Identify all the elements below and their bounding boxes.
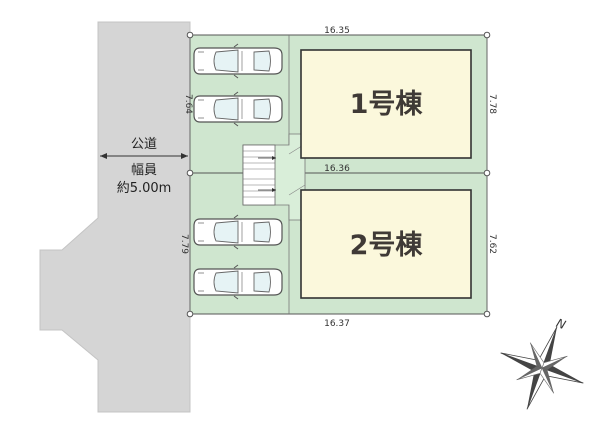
public-road (39, 21, 191, 413)
parking-car (193, 214, 283, 250)
building-2 (300, 189, 472, 299)
compass-north-label: N (554, 316, 567, 332)
entrance-steps (242, 133, 306, 221)
parking-car (193, 264, 283, 300)
dimension-top: 16.35 (324, 26, 350, 36)
building-2-label: 2号棟 (350, 230, 424, 261)
road-name: 公道 (131, 137, 157, 152)
parking-car (193, 43, 283, 79)
dimension-lot2-left: 7.79 (179, 234, 189, 254)
dimension-middle: 16.36 (324, 164, 350, 174)
dimension-lot2-right: 7.62 (487, 234, 497, 254)
compass-rose-icon (500, 326, 584, 410)
building-1 (300, 49, 472, 159)
road-width-indicator (100, 153, 188, 159)
dimension-lot1-right: 7.78 (487, 94, 497, 114)
parking-car (193, 91, 283, 127)
road-width-value: 約5.00m (117, 181, 172, 196)
road-width-label: 幅員 (131, 163, 157, 178)
building-1-label: 1号棟 (350, 89, 424, 120)
dimension-lot1-left: 7.64 (183, 94, 193, 114)
dimension-bottom: 16.37 (324, 319, 350, 329)
